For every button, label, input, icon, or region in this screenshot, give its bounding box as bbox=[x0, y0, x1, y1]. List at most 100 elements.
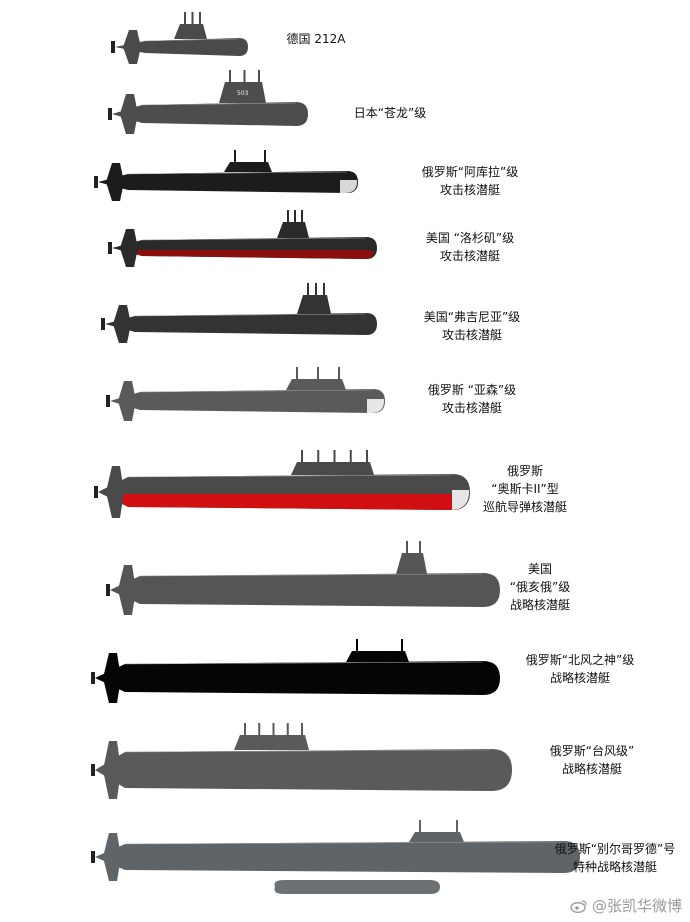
mini-submarine-belgorod bbox=[274, 880, 440, 894]
label-line: 攻击核潜艇 bbox=[439, 249, 500, 263]
label-line: 俄罗斯“北风之神”级 bbox=[525, 653, 635, 667]
lower-fin-ohio bbox=[118, 590, 136, 615]
label-line: “俄亥俄”级 bbox=[509, 580, 571, 594]
lower-fin-akula bbox=[106, 182, 124, 201]
mast-oscar bbox=[301, 450, 303, 462]
propeller-oscar bbox=[94, 486, 98, 498]
sail-virginia bbox=[297, 295, 331, 314]
mast-ohio bbox=[419, 541, 421, 553]
hull-line-belgorod bbox=[124, 841, 565, 845]
hull-line-los-angeles bbox=[141, 237, 367, 241]
mast-typhoon bbox=[301, 723, 303, 735]
submarine-yasen bbox=[106, 367, 385, 421]
upper-fin-soryu bbox=[120, 94, 138, 114]
label-line: 美国 “洛杉矶”级 bbox=[425, 231, 515, 245]
watermark: @张凯华微博 bbox=[570, 895, 682, 916]
mast-yasen bbox=[338, 367, 340, 379]
propeller-yasen bbox=[106, 395, 110, 407]
label-soryu: 日本“苍龙”级 bbox=[354, 104, 426, 122]
label-line: 攻击核潜艇 bbox=[439, 183, 500, 197]
hull-line-akula bbox=[127, 171, 348, 175]
label-line: 俄罗斯“阿库拉”级 bbox=[421, 165, 519, 179]
label-yasen: 俄罗斯 “亚森”级攻击核潜艇 bbox=[428, 381, 516, 417]
mast-soryu bbox=[229, 70, 231, 82]
label-line: 战略核潜艇 bbox=[561, 762, 622, 776]
mast-typhoon bbox=[286, 723, 289, 735]
mast-typhoon bbox=[272, 723, 275, 735]
upper-fin-typhoon bbox=[103, 741, 121, 770]
propeller-borei bbox=[91, 672, 95, 684]
mast-soryu bbox=[258, 70, 260, 82]
label-line: 日本“苍龙”级 bbox=[353, 106, 427, 120]
watermark-text: @张凯华微博 bbox=[591, 897, 682, 915]
sail-ohio bbox=[396, 553, 427, 574]
nose-yasen bbox=[367, 399, 385, 413]
lower-fin-borei bbox=[103, 678, 121, 703]
mast-oscar bbox=[317, 450, 320, 462]
mast-los-angeles bbox=[287, 210, 289, 222]
mast-akula bbox=[234, 150, 236, 162]
hull-akula bbox=[98, 171, 358, 193]
mast-typhoon bbox=[244, 723, 246, 735]
mast-belgorod bbox=[456, 820, 458, 832]
label-line: 俄罗斯 “亚森”级 bbox=[427, 383, 517, 397]
hull-212a bbox=[115, 38, 248, 56]
upper-fin-virginia bbox=[113, 305, 131, 324]
lower-fin-los-angeles bbox=[120, 248, 138, 267]
mast-virginia bbox=[307, 283, 309, 295]
lower-fin-yasen bbox=[118, 401, 136, 421]
mast-belgorod bbox=[419, 820, 421, 832]
label-oscar: 俄罗斯“奥斯卡II”型巡航导弹核潜艇 bbox=[483, 462, 567, 516]
label-line: 攻击核潜艇 bbox=[441, 401, 502, 415]
hull-line-typhoon bbox=[124, 749, 492, 753]
upper-fin-borei bbox=[103, 653, 121, 678]
submarine-akula bbox=[94, 150, 358, 201]
label-typhoon: 俄罗斯“台风级” 战略核潜艇 bbox=[550, 742, 634, 778]
submarine-los-angeles bbox=[108, 210, 377, 267]
propeller-ohio bbox=[106, 584, 110, 596]
label-akula: 俄罗斯“阿库拉”级攻击核潜艇 bbox=[422, 163, 518, 199]
upper-fin-212a bbox=[123, 30, 141, 47]
submarine-soryu: 503 bbox=[108, 70, 308, 134]
sail-belgorod bbox=[409, 832, 464, 842]
hull-line-soryu bbox=[141, 102, 297, 106]
sail-typhoon bbox=[234, 735, 309, 750]
sail-borei bbox=[346, 651, 409, 662]
belly-los-angeles bbox=[124, 249, 375, 259]
propeller-212a bbox=[111, 41, 115, 53]
label-line: 战略核潜艇 bbox=[549, 671, 610, 685]
hull-line-oscar bbox=[127, 474, 453, 478]
mast-akula bbox=[264, 150, 266, 162]
mast-borei bbox=[356, 639, 358, 651]
mast-virginia bbox=[323, 283, 325, 295]
submarine-borei bbox=[91, 639, 500, 703]
mast-virginia bbox=[315, 283, 317, 295]
hull-line-ohio bbox=[139, 573, 484, 577]
label-line: 俄罗斯“台风级” bbox=[549, 744, 635, 758]
label-212a: 德国 212A bbox=[287, 30, 346, 48]
nose-akula bbox=[340, 180, 358, 193]
propeller-akula bbox=[94, 176, 98, 188]
label-borei: 俄罗斯“北风之神”级战略核潜艇 bbox=[526, 651, 634, 687]
hull-line-yasen bbox=[139, 389, 374, 393]
mast-typhoon bbox=[258, 723, 261, 735]
label-line: 攻击核潜艇 bbox=[441, 328, 502, 342]
mast-oscar bbox=[349, 450, 352, 462]
mast-soryu bbox=[243, 70, 246, 82]
lower-fin-virginia bbox=[113, 324, 131, 343]
hull-virginia bbox=[105, 313, 377, 335]
hull-ohio bbox=[110, 573, 500, 607]
hull-line-borei bbox=[124, 661, 484, 665]
mast-212a bbox=[184, 12, 186, 24]
label-ohio: 美国“俄亥俄”级战略核潜艇 bbox=[510, 560, 570, 614]
lower-fin-soryu bbox=[120, 114, 138, 134]
submarine-ohio bbox=[106, 541, 500, 615]
propeller-soryu bbox=[108, 108, 112, 120]
belly-oscar bbox=[110, 493, 468, 510]
mast-borei bbox=[401, 639, 403, 651]
upper-fin-akula bbox=[106, 163, 124, 182]
hull-line-212a bbox=[144, 38, 240, 42]
mast-los-angeles bbox=[301, 210, 303, 222]
upper-fin-yasen bbox=[118, 381, 136, 401]
